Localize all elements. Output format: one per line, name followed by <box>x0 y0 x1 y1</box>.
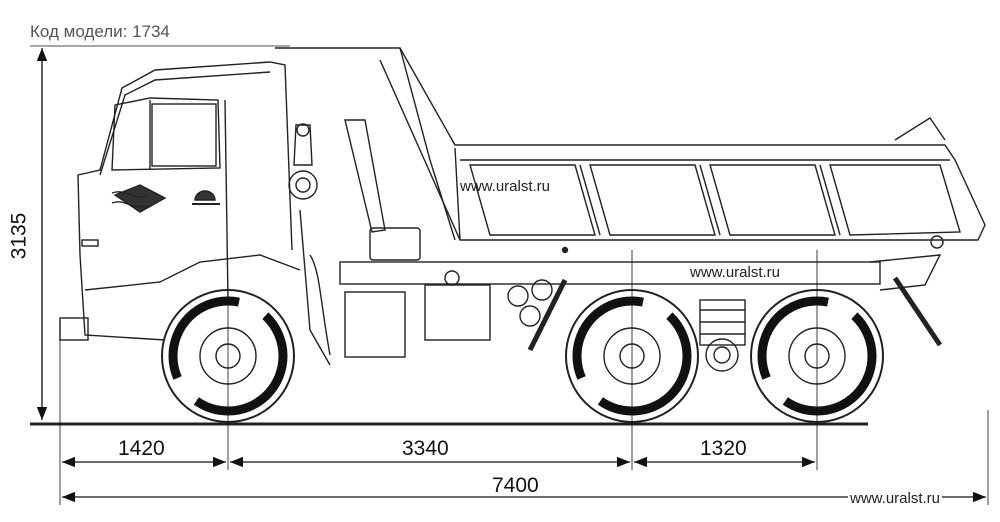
watermark-body: www.uralst.ru <box>460 178 551 195</box>
model-code-label: Код модели: 1734 <box>30 22 170 41</box>
height-dimension-label: 3135 <box>7 212 31 260</box>
watermark-frame: www.uralst.ru <box>690 264 781 281</box>
cab <box>59 61 301 341</box>
chassis-frame <box>339 254 943 372</box>
wheelbase-front-label: 3340 <box>402 437 449 460</box>
truck-outline <box>30 47 986 426</box>
total-length-label: 7400 <box>492 474 539 497</box>
wheelbase-rear-label: 1320 <box>700 437 747 460</box>
front-overhang-label: 1420 <box>118 437 165 460</box>
watermark-corner: www.uralst.ru <box>848 490 943 507</box>
dump-body <box>275 47 986 254</box>
dimension-lines <box>30 45 989 505</box>
hoist-equipment <box>288 119 421 366</box>
